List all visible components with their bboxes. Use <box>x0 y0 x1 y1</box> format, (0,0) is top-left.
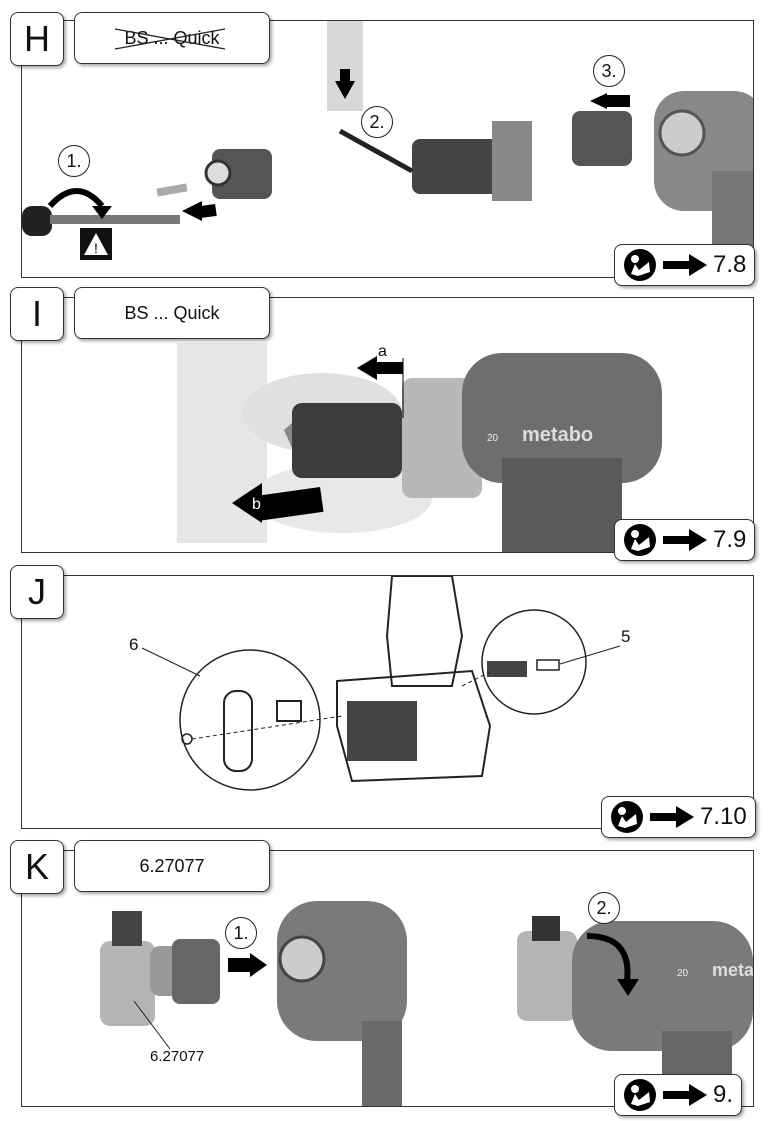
manual-reference-icon <box>624 249 656 281</box>
arrow-right-icon <box>663 254 707 276</box>
step-h-1: 1. <box>58 145 90 177</box>
ref-box-j: 7.10 <box>601 796 756 838</box>
panel-h-illustration: ! <box>22 21 753 261</box>
section-letter-j: J <box>10 565 64 619</box>
panel-k: metab 20 <box>21 850 754 1107</box>
panel-j-illustration <box>141 576 621 791</box>
drill-k-brand-text: metab <box>712 960 753 980</box>
ref-h-number: 7.8 <box>713 251 747 278</box>
part-6-27077-label: 6.27077 <box>150 1048 205 1065</box>
ref-box-h: 7.8 <box>614 244 756 286</box>
step-k-2: 2. <box>588 892 620 924</box>
torque-number-text: 20 <box>487 433 499 444</box>
ref-box-k: 9. <box>614 1074 743 1116</box>
manual-reference-icon <box>624 1079 656 1111</box>
ref-k-number: 9. <box>713 1081 734 1108</box>
section-i-label: BS ... Quick <box>74 287 270 339</box>
section-h-label: BS ... Quick <box>74 12 270 64</box>
strike-through-cross <box>114 28 226 50</box>
panel-k-illustration: metab 20 <box>100 901 753 1106</box>
step-h-2: 2. <box>361 106 393 138</box>
section-k-label-text: 6.27077 <box>139 855 205 876</box>
part-5-label: 5 <box>621 627 631 646</box>
section-letter-k: K <box>10 840 64 894</box>
step-h-3: 3. <box>593 55 625 87</box>
ref-j-number: 7.10 <box>700 803 747 830</box>
manual-reference-icon <box>611 801 643 833</box>
part-b-label: b <box>252 496 261 513</box>
torque-k-number-text: 20 <box>677 968 689 979</box>
section-letter-i: I <box>10 287 64 341</box>
part-6-label: 6 <box>129 635 139 654</box>
panel-i: metabo 20 <box>21 297 754 553</box>
panel-i-illustration: metabo 20 <box>177 343 662 552</box>
drill-brand-text: metabo <box>522 424 593 446</box>
svg-text:!: ! <box>94 240 98 256</box>
manual-reference-icon <box>624 524 656 556</box>
panel-h: ! <box>21 20 754 278</box>
ref-i-number: 7.9 <box>713 526 747 553</box>
arrow-right-icon <box>663 529 707 551</box>
part-a-label: a <box>378 343 387 360</box>
section-letter-h: H <box>10 12 64 66</box>
arrow-right-icon <box>650 806 694 828</box>
ref-box-i: 7.9 <box>614 519 756 561</box>
arrow-right-icon <box>663 1084 707 1106</box>
step-k-1: 1. <box>225 917 257 949</box>
panel-j <box>21 575 754 829</box>
section-k-label: 6.27077 <box>74 840 270 892</box>
section-i-label-text: BS ... Quick <box>124 302 220 323</box>
